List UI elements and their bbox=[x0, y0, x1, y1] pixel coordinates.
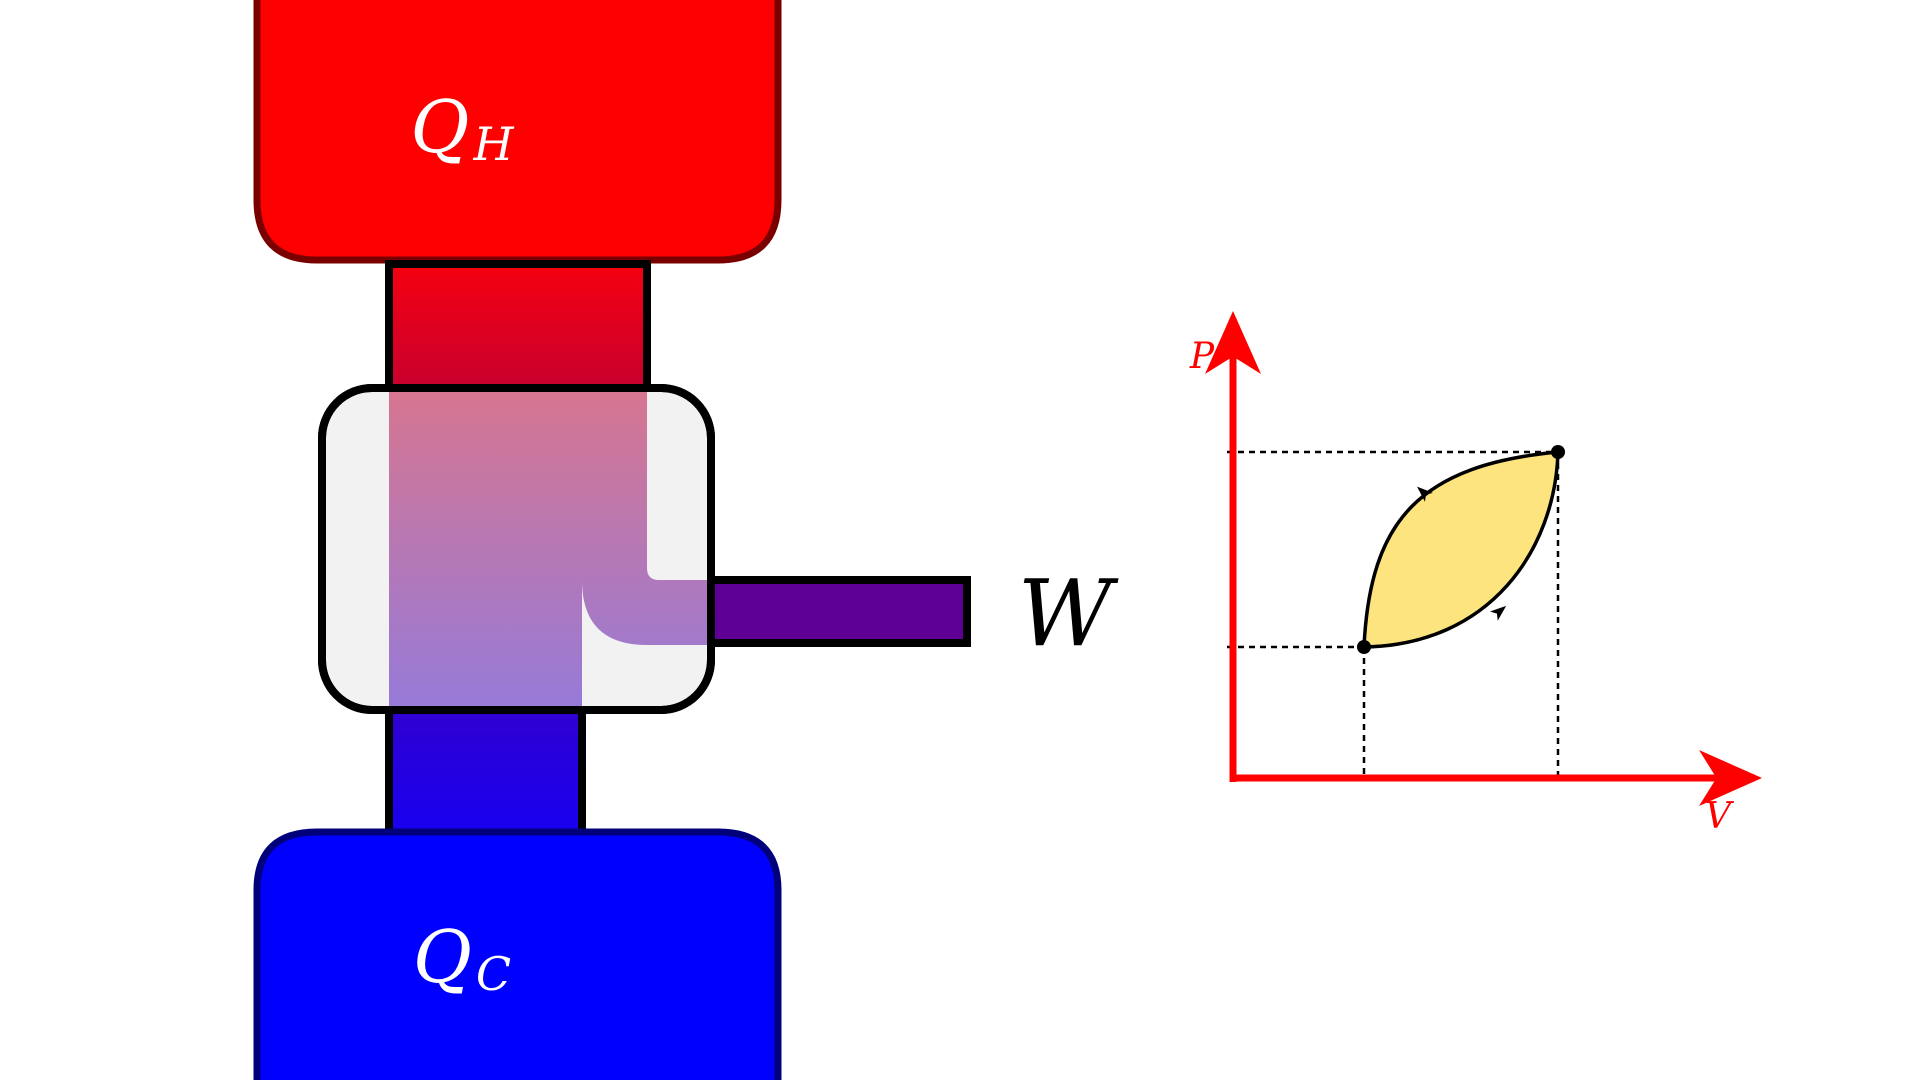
cold-reservoir: QC bbox=[253, 828, 782, 1080]
cold-reservoir-box bbox=[253, 828, 782, 1080]
cycle-arrow-upper bbox=[1417, 486, 1433, 502]
cycle-arrow-lower bbox=[1490, 605, 1507, 621]
state-point-high bbox=[1551, 445, 1565, 459]
volume-axis-label: V bbox=[1705, 796, 1735, 837]
energy-flow bbox=[389, 392, 707, 706]
hot-pipe bbox=[385, 260, 651, 393]
hot-reservoir-box bbox=[253, 0, 782, 264]
thermodynamic-cycle bbox=[1362, 450, 1560, 649]
pressure-axis-label: P bbox=[1189, 336, 1215, 377]
hot-reservoir: QH bbox=[253, 0, 782, 264]
cold-reservoir-label: QC bbox=[413, 915, 511, 1001]
cold-pipe bbox=[385, 703, 586, 839]
work-output-bar bbox=[696, 576, 971, 647]
engine bbox=[318, 384, 715, 714]
engine-box-outline bbox=[318, 384, 715, 714]
pv-diagram: P V bbox=[1189, 311, 1762, 837]
state-point-low bbox=[1357, 640, 1371, 654]
work-label: W bbox=[1018, 560, 1119, 667]
hot-reservoir-label: QH bbox=[410, 85, 514, 171]
